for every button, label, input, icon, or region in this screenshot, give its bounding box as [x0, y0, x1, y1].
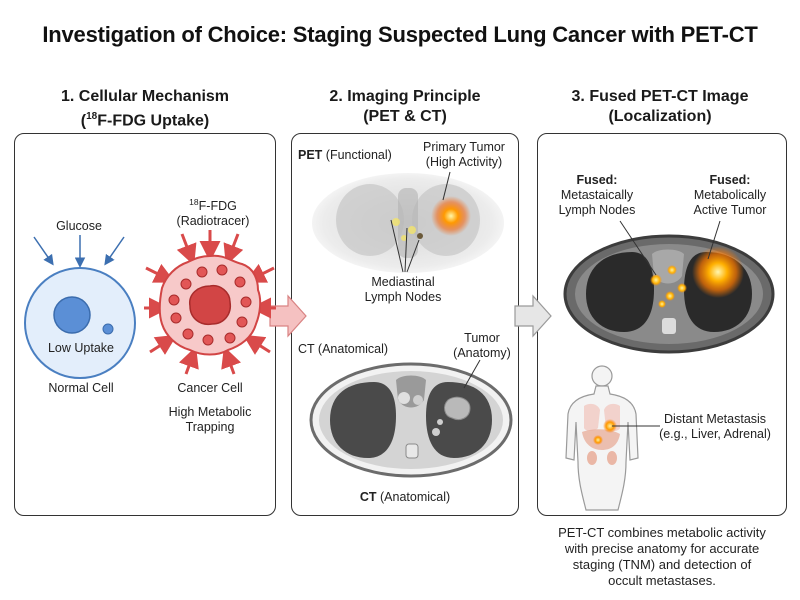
body-silhouette-icon [565, 365, 639, 511]
arrow-panel1-to-panel2 [269, 294, 307, 338]
nucleus-icon [53, 296, 91, 334]
pet-left-lung [336, 184, 404, 256]
panel-2-heading: 2. Imaging Principle (PET & CT) [285, 87, 525, 127]
low-uptake-label: Low Uptake [47, 341, 114, 355]
pet-node-dark [417, 233, 423, 239]
fused-node-4 [665, 291, 675, 301]
pet-node-3 [401, 235, 407, 241]
fused-tumor-label: Fused: Metabolically Active Tumor [693, 173, 767, 217]
cancer-nucleus-icon [189, 284, 232, 326]
tumor-anatomy-label: Tumor (Anatomy) [453, 331, 511, 360]
ct-left-lung [330, 382, 396, 458]
fused-node-1 [650, 274, 662, 286]
distant-leader-line [612, 425, 660, 427]
fused-left-lung [586, 252, 654, 332]
fused-hot-tumor-icon [692, 246, 744, 298]
distant-metastasis-label: Distant Metastasis (e.g., Liver, Adrenal… [659, 412, 771, 441]
trapped-tracer-dots [168, 264, 252, 346]
pet-label: PET (Functional) [298, 148, 392, 162]
fused-node-5 [658, 300, 666, 308]
cancer-cell-label: Cancer Cell [177, 381, 243, 395]
panel-3-heading: 3. Fused PET-CT Image (Localization) [535, 87, 785, 127]
panel-1-heading-line2: (18F-FDG Uptake) [80, 111, 210, 130]
glucose-arrow-left [33, 236, 54, 266]
ct-scan-image [309, 362, 513, 478]
liver-metastasis-icon [603, 419, 617, 433]
arrow-panel2-to-panel3 [514, 294, 552, 338]
ct-tumor-icon [444, 396, 471, 421]
high-metabolic-label: High Metabolic Trapping [168, 405, 252, 434]
panel-1-heading-superscript: 18 [86, 111, 98, 122]
page-title: Investigation of Choice: Staging Suspect… [42, 22, 758, 47]
panel-2-heading-line1: 2. Imaging Principle [329, 88, 481, 105]
cancer-cell-group [144, 230, 276, 375]
panel-3-heading-line2: (Localization) [608, 108, 712, 125]
glucose-arrow-right [104, 236, 125, 266]
fused-node-3 [677, 283, 687, 293]
panel-1-heading-line1: 1. Cellular Mechanism [60, 88, 230, 105]
pet-hot-spot-icon [431, 196, 471, 236]
pet-leader-lines [390, 171, 451, 273]
glucose-label: Glucose [56, 219, 102, 233]
fused-node-2 [667, 265, 677, 275]
normal-cell-icon [24, 267, 136, 379]
fused-scan-image [563, 234, 775, 354]
pet-node-1 [392, 218, 400, 226]
ct-label: CT (Anatomical) [298, 342, 389, 356]
panel-3-heading-line1: 3. Fused PET-CT Image [571, 88, 749, 105]
panel-1-heading: 1. Cellular Mechanism (18F-FDG Uptake) [15, 87, 275, 131]
tumor-leader-line [463, 359, 481, 389]
fused-leader-lines [619, 220, 721, 276]
panel-2-heading-line2: (PET & CT) [363, 108, 447, 125]
summary-caption: PET-CT combines metabolic activity with … [558, 525, 766, 588]
tracer-label: 18F-FDG (Radiotracer) [176, 197, 250, 229]
pet-node-2 [408, 226, 416, 234]
adrenal-metastasis-icon [593, 435, 603, 445]
normal-cell-label: Normal Cell [48, 381, 114, 395]
primary-tumor-label: Primary Tumor (High Activity) [423, 140, 505, 169]
ct-bottom-label: CT (Anatomical) [359, 490, 451, 504]
pet-scan-image [312, 173, 504, 273]
mediastinal-label: Mediastinal Lymph Nodes [364, 275, 442, 304]
fused-nodes-label: Fused: Metastaically Lymph Nodes [558, 173, 636, 217]
glucose-arrows [33, 235, 125, 268]
